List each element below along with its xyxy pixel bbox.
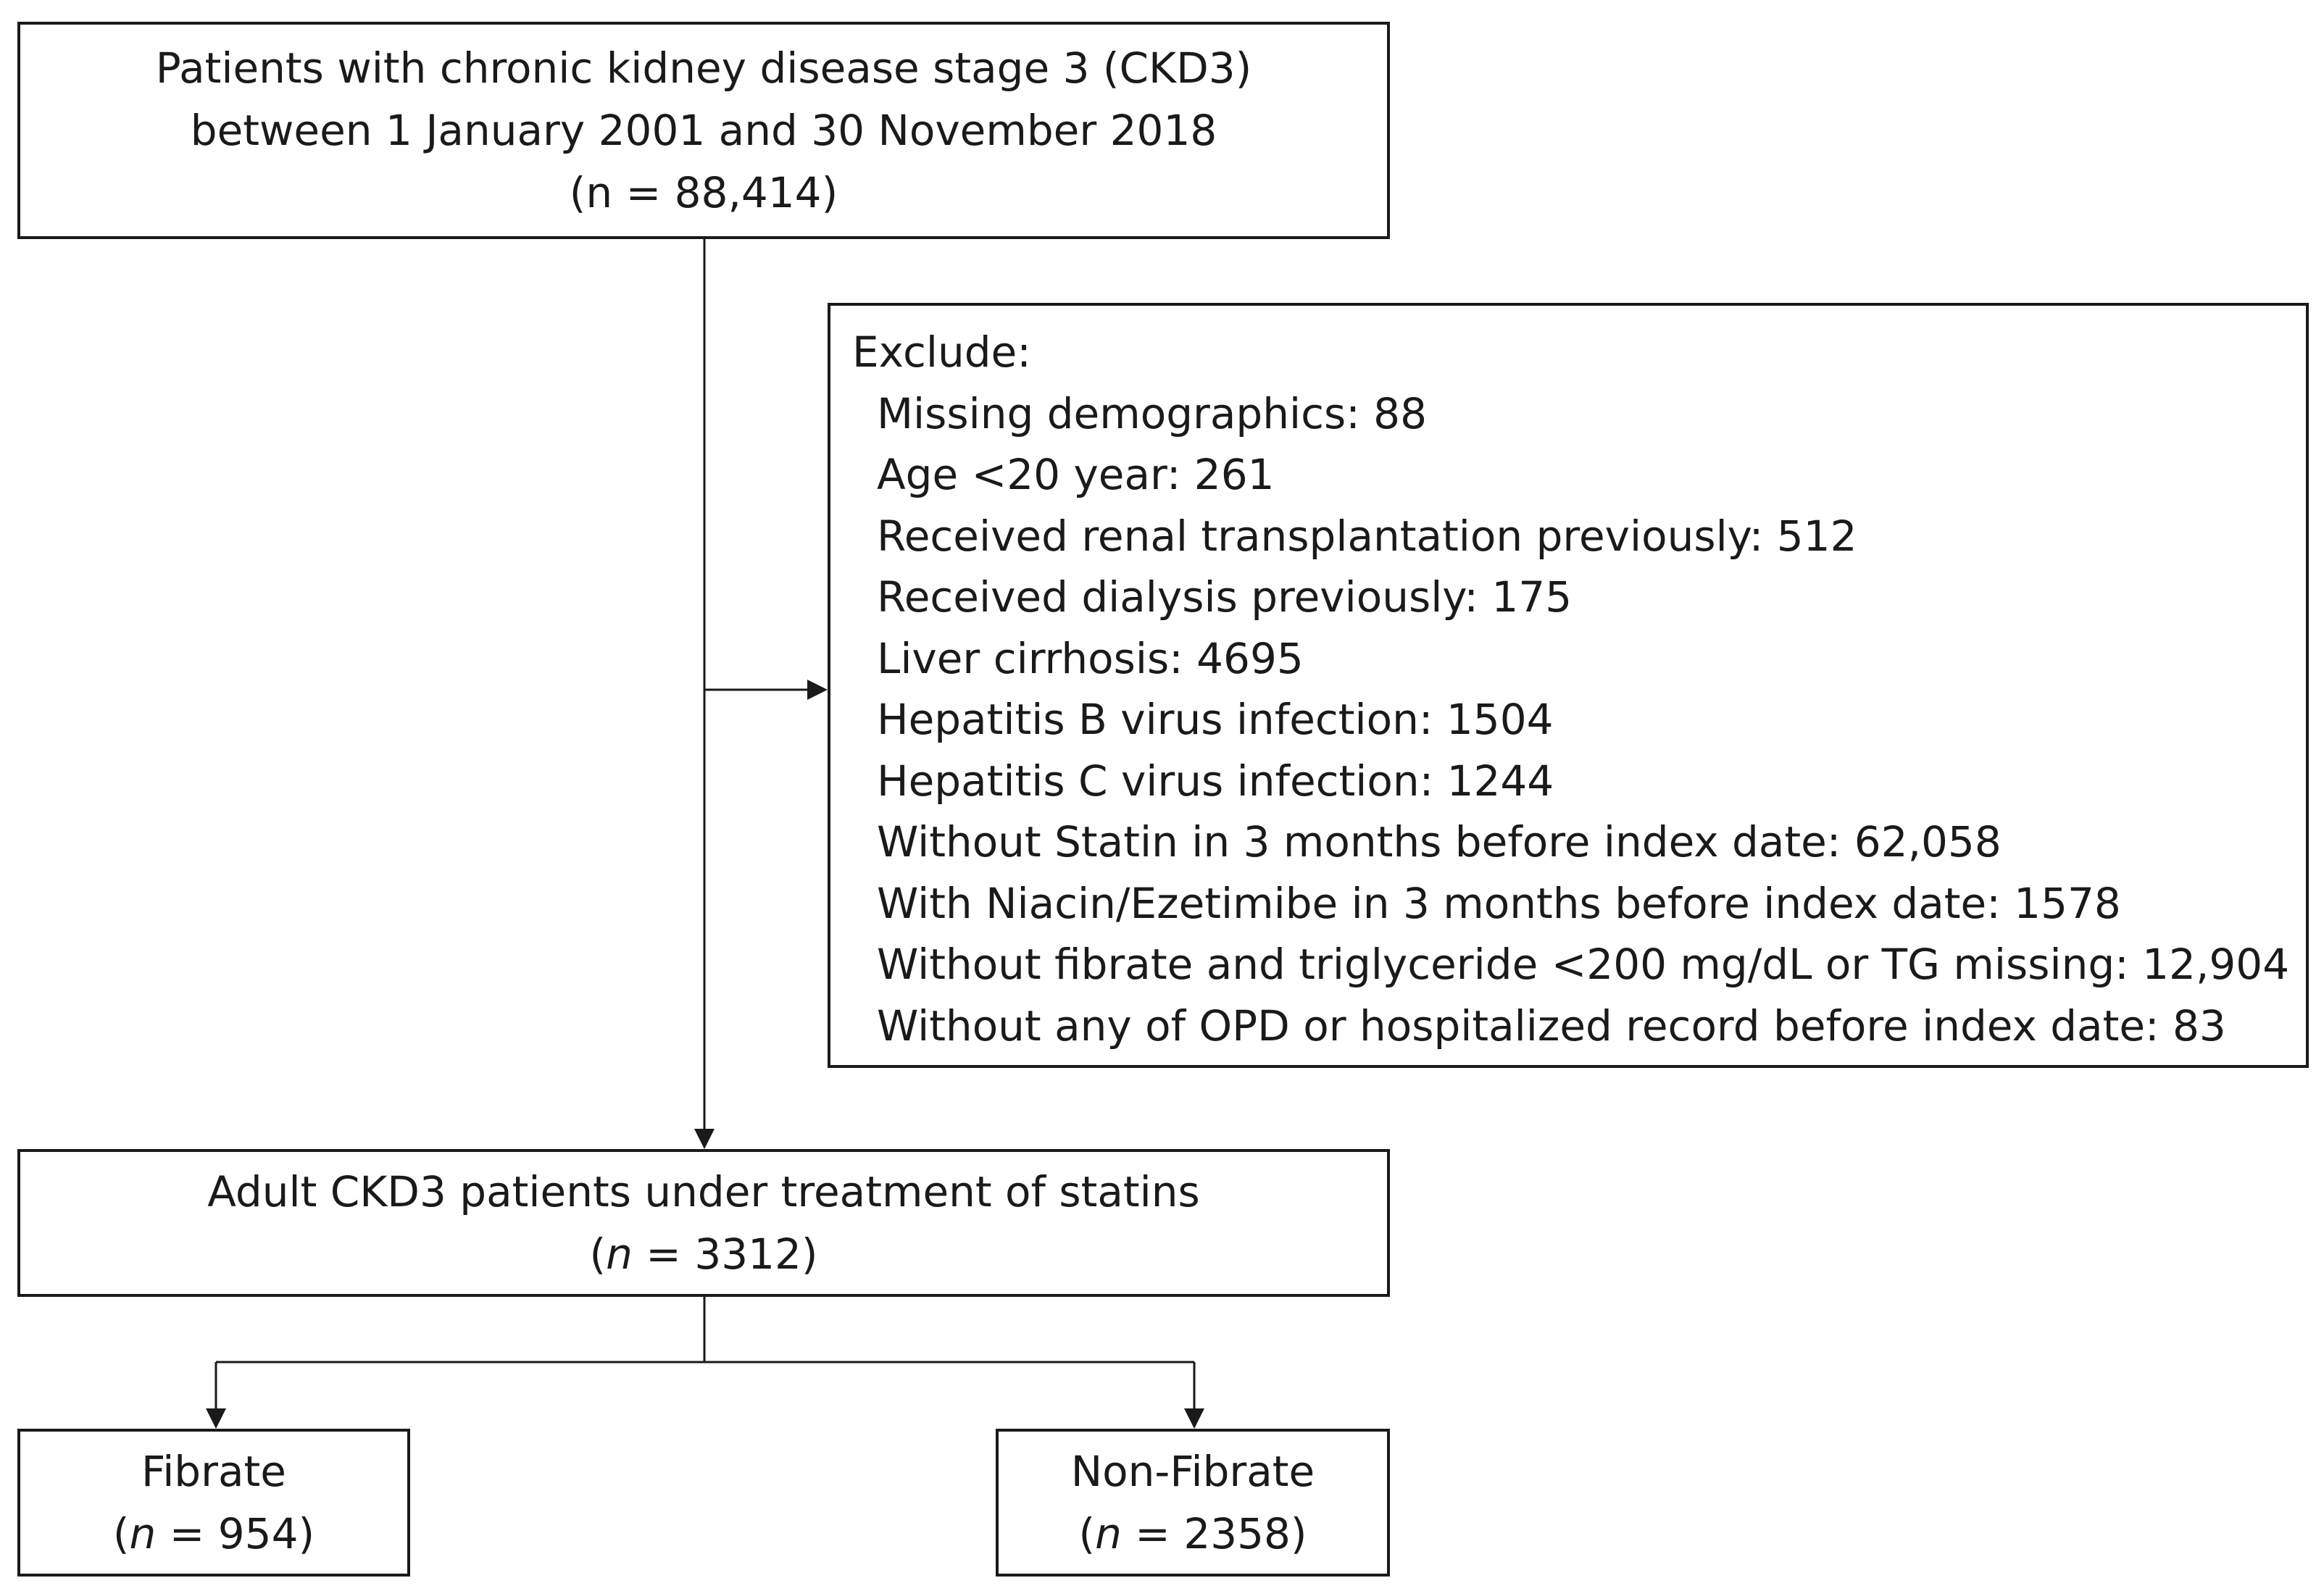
exclusion-box: Exclude: Missing demographics: 88 Age <2… <box>828 303 2309 1068</box>
count-value: = 3312) <box>632 1229 818 1279</box>
count-open-paren: ( <box>1078 1509 1096 1558</box>
initial-cohort-line-1: Patients with chronic kidney disease sta… <box>155 43 1252 93</box>
count-open-paren: ( <box>589 1229 607 1279</box>
exclusion-item: Without any of OPD or hospitalized recor… <box>877 1001 2226 1051</box>
non-fibrate-group-box: Non-Fibrate (n = 2358) <box>996 1429 1390 1577</box>
exclusion-item: With Niacin/Ezetimibe in 3 months before… <box>877 878 2121 928</box>
exclusion-item: Without fibrate and triglyceride <200 mg… <box>877 940 2290 989</box>
exclusion-heading: Exclude: <box>852 327 1031 377</box>
study-cohort-title: Adult CKD3 patients under treatment of s… <box>207 1167 1200 1216</box>
count-n-symbol: n <box>129 1509 157 1558</box>
count-n-symbol: n <box>1095 1509 1122 1558</box>
study-cohort-count: (n = 3312) <box>589 1223 817 1285</box>
exclusion-item: Received renal transplantation previousl… <box>877 511 1857 561</box>
fibrate-group-box: Fibrate (n = 954) <box>17 1429 410 1577</box>
exclusion-item: Without Statin in 3 months before index … <box>877 817 2002 867</box>
fibrate-group-title: Fibrate <box>141 1447 286 1496</box>
count-value: = 2358) <box>1121 1509 1307 1558</box>
fibrate-group-count: (n = 954) <box>113 1503 315 1565</box>
non-fibrate-group-title: Non-Fibrate <box>1070 1447 1315 1496</box>
non-fibrate-group-count: (n = 2358) <box>1078 1503 1307 1565</box>
count-n-symbol: n <box>606 1229 633 1279</box>
exclusion-item: Hepatitis B virus infection: 1504 <box>877 695 1554 744</box>
exclusion-item: Missing demographics: 88 <box>877 388 1427 438</box>
initial-cohort-box: Patients with chronic kidney disease sta… <box>17 22 1390 239</box>
exclusion-item: Received dialysis previously: 175 <box>877 572 1573 622</box>
arrowhead-adult <box>694 1129 715 1149</box>
initial-cohort-line-2: between 1 January 2001 and 30 November 2… <box>190 106 1217 155</box>
exclusion-item: Liver cirrhosis: 4695 <box>877 633 1304 683</box>
count-open-paren: ( <box>112 1509 130 1558</box>
exclusion-item: Hepatitis C virus infection: 1244 <box>877 756 1554 806</box>
arrowhead-exclude <box>807 680 828 700</box>
exclusion-item: Age <20 year: 261 <box>877 450 1275 499</box>
initial-cohort-count: (n = 88,414) <box>569 168 838 217</box>
study-cohort-box: Adult CKD3 patients under treatment of s… <box>17 1149 1390 1297</box>
arrowhead-nonfibrate <box>1184 1408 1204 1429</box>
arrowhead-fibrate <box>206 1408 226 1429</box>
count-value: = 954) <box>156 1509 315 1558</box>
